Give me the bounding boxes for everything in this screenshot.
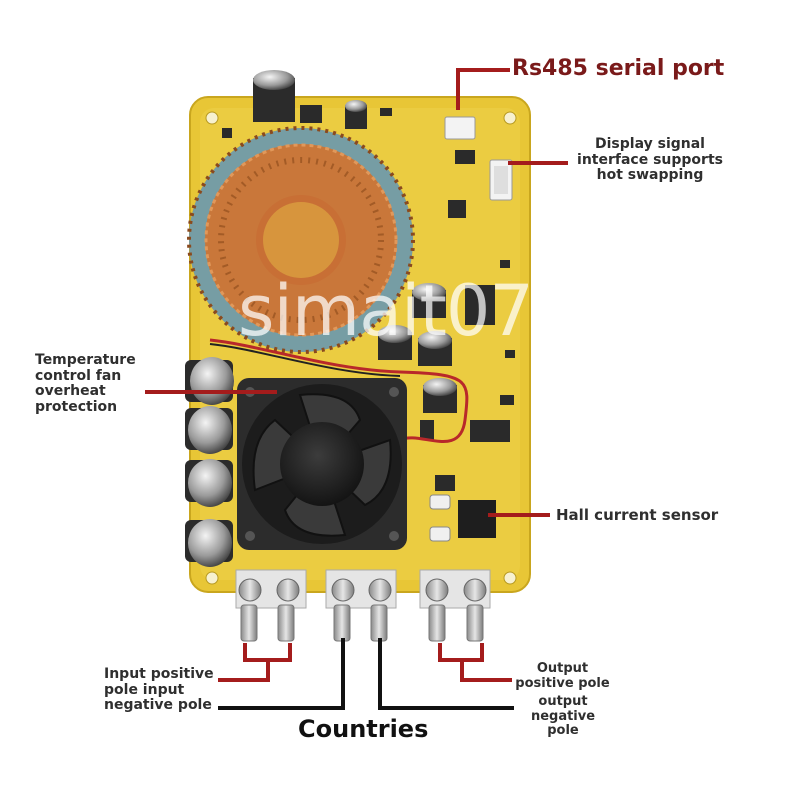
mount-hole-icon xyxy=(205,111,219,125)
smd-components xyxy=(222,105,515,442)
leader-countries-left xyxy=(218,638,345,710)
leader-output xyxy=(438,643,484,662)
label-hall: Hall current sensor xyxy=(556,506,719,524)
terminal-screws xyxy=(238,578,487,602)
fan-wire-black xyxy=(209,343,401,377)
label-display: Display signal interface supports hot sw… xyxy=(577,136,723,184)
terminal-blocks xyxy=(235,569,491,609)
mount-hole-icon xyxy=(503,111,517,125)
label-rs485: Rs485 serial port xyxy=(512,56,725,81)
leader-countries-right xyxy=(378,638,514,710)
mount-hole-icon xyxy=(503,571,517,585)
small-capacitor xyxy=(345,100,367,129)
display-connector-pins xyxy=(494,166,508,194)
left-capacitors xyxy=(185,357,234,567)
label-input: Input positive pole input negative pole xyxy=(104,666,214,714)
leader-lines xyxy=(145,68,568,710)
mid-capacitors xyxy=(378,283,457,413)
cooling-fan xyxy=(237,378,407,550)
fan-wire xyxy=(209,338,469,443)
hall-sensor xyxy=(429,475,496,542)
label-output-negative: output negative pole xyxy=(530,694,596,739)
top-capacitor xyxy=(253,70,295,122)
label-temperature: Temperature control fan overheat protect… xyxy=(35,352,136,416)
rs485-connector xyxy=(444,116,476,140)
leader-rs485 xyxy=(456,68,510,110)
leader-output-stem xyxy=(460,658,512,682)
toroid-inductor xyxy=(187,126,415,354)
leader-input xyxy=(243,643,292,662)
label-output-positive: Output positive pole xyxy=(515,661,610,691)
terminal-lugs xyxy=(240,604,484,642)
mount-hole-icon xyxy=(205,571,219,585)
label-countries: Countries xyxy=(298,715,429,743)
watermark-text: simait07 xyxy=(238,270,534,352)
leader-input-stem xyxy=(218,658,270,682)
